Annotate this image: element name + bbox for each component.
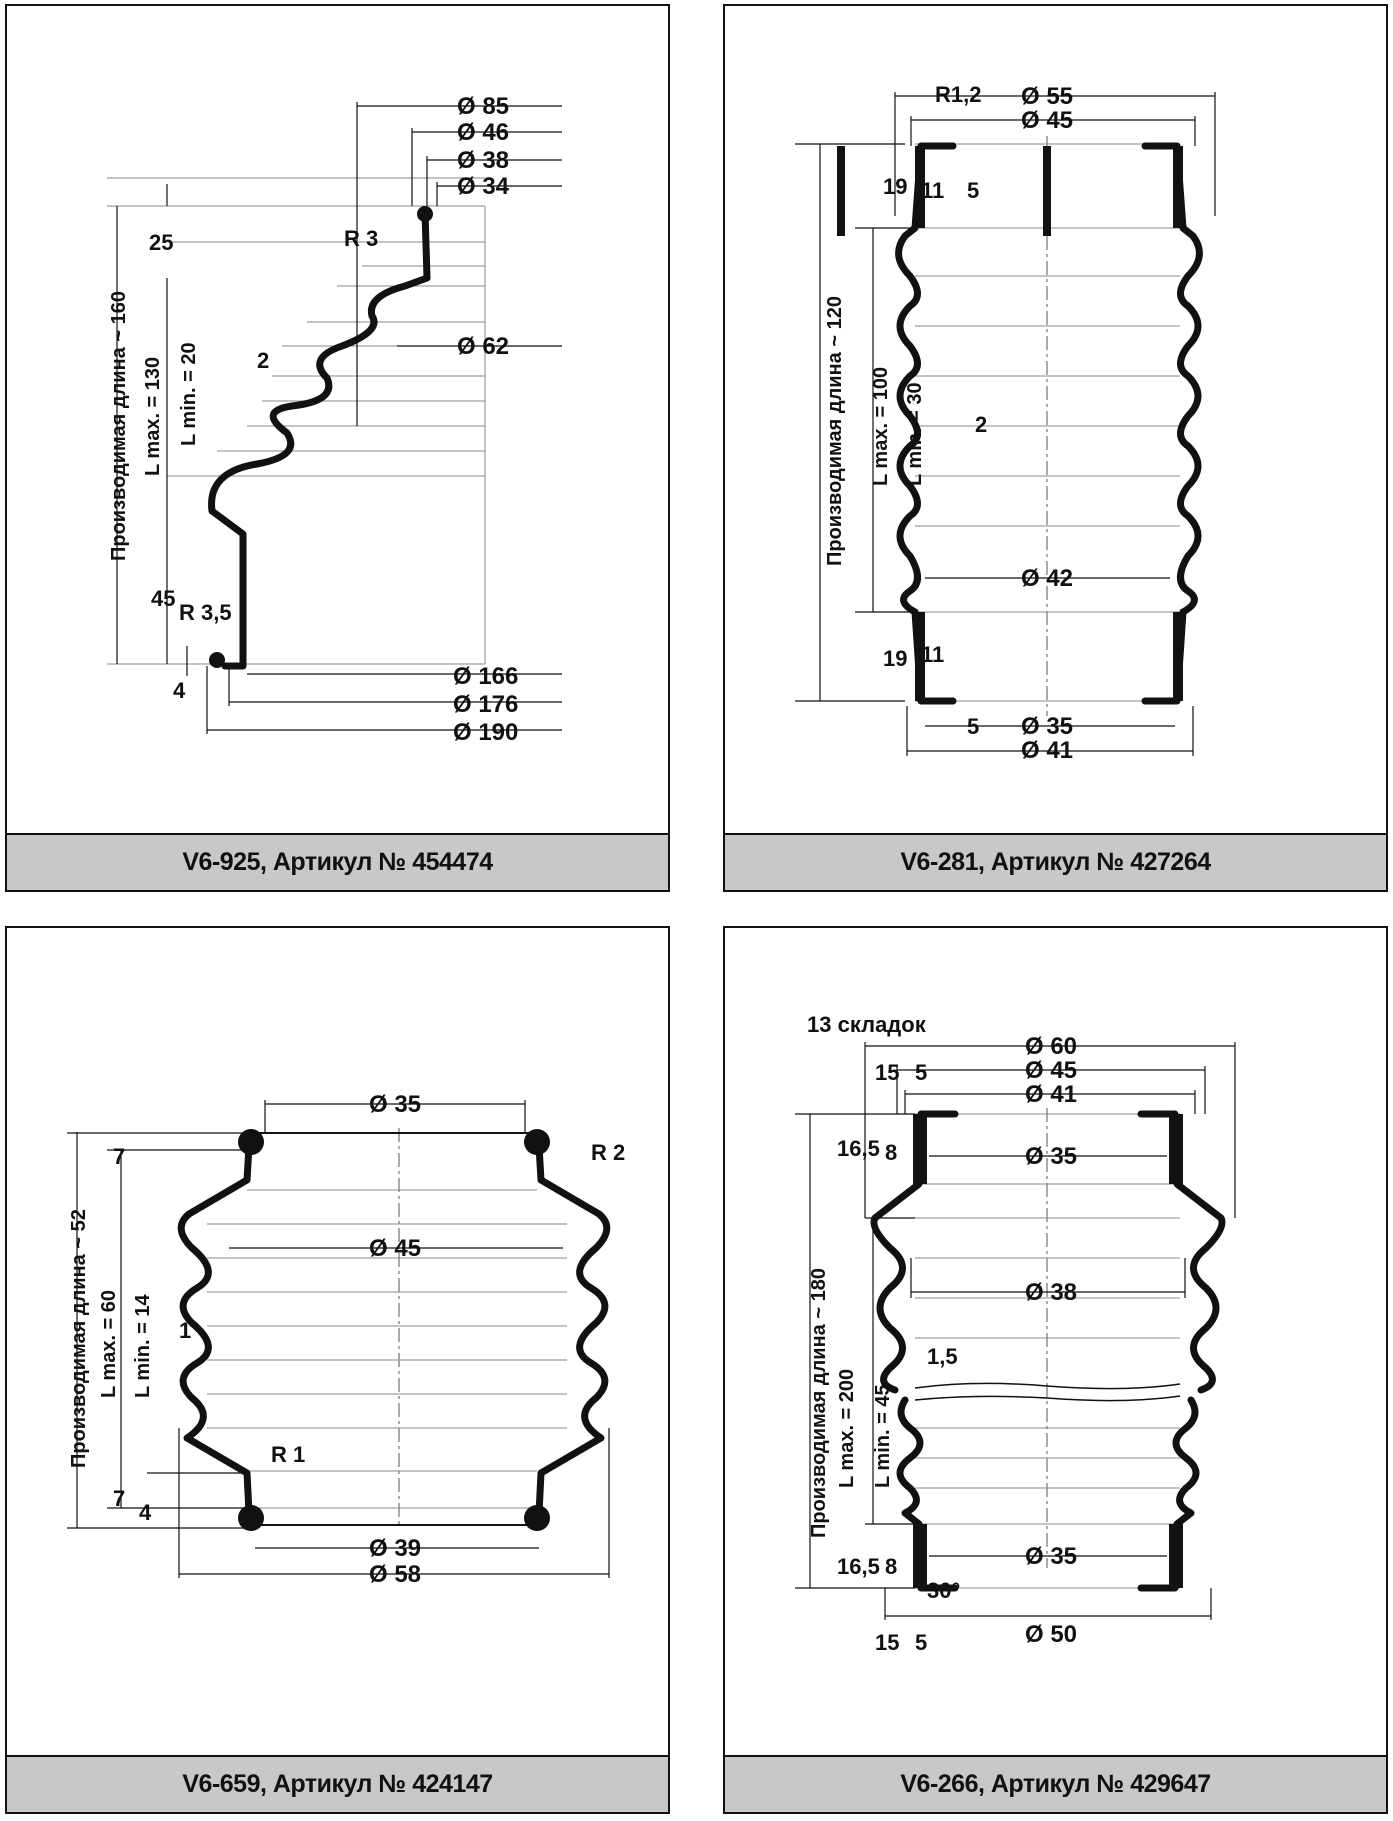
panel-v6-925: Ø 85 Ø 46 Ø 38 Ø 34 Ø 62 Ø 166 Ø 176 Ø 1… [5, 4, 670, 892]
dim-7-top: 7 [113, 1144, 125, 1169]
label-lmin: L min. = 45 [872, 1384, 894, 1488]
thickness-1: 1 [179, 1318, 191, 1343]
label-lmax: L max. = 130 [142, 357, 164, 476]
dim-19-bottom: 19 [883, 646, 907, 671]
dim-d62: Ø 62 [457, 333, 509, 360]
label-length: Производимая длина ~ 180 [808, 1268, 830, 1538]
dim-d166: Ø 166 [453, 663, 518, 690]
dim-25: 25 [149, 230, 173, 255]
dim-d85: Ø 85 [457, 93, 509, 120]
dim-8-top: 8 [885, 1140, 897, 1165]
dim-d45: Ø 45 [369, 1235, 421, 1262]
dim-d39: Ø 39 [369, 1535, 421, 1562]
radius-r2: R 2 [591, 1140, 625, 1165]
panel-v6-281: R1,2 Ø 55 Ø 45 Ø 42 Ø 35 Ø 41 19 11 5 19… [723, 4, 1388, 892]
drawing-v6-659: Ø 35 Ø 45 Ø 39 Ø 58 R 2 R 1 1 7 7 4 Прои… [67, 1091, 625, 1588]
dim-d176: Ø 176 [453, 691, 518, 718]
dim-5-bottom: 5 [915, 1630, 927, 1655]
dim-d41: Ø 41 [1025, 1081, 1077, 1108]
dim-45: 45 [151, 586, 175, 611]
angle-30: 30° [927, 1578, 960, 1603]
dim-15-bottom: 15 [875, 1630, 899, 1655]
dim-d45: Ø 45 [1025, 1057, 1077, 1084]
dim-d50: Ø 50 [1025, 1621, 1077, 1648]
dim-11-bottom: 11 [921, 642, 944, 667]
radius-r3: R 3 [344, 226, 378, 251]
caption-v6-281: V6-281, Артикул № 427264 [725, 833, 1386, 890]
label-lmax: L max. = 200 [836, 1369, 858, 1488]
panel-v6-266: 13 складок Ø 60 Ø 45 Ø 41 Ø 35 Ø 38 Ø 35… [723, 926, 1388, 1814]
dim-d46: Ø 46 [457, 119, 509, 146]
dim-8-bottom: 8 [885, 1554, 897, 1579]
panel-v6-659: Ø 35 Ø 45 Ø 39 Ø 58 R 2 R 1 1 7 7 4 Прои… [5, 926, 670, 1814]
label-lmin: L min. = 30 [904, 382, 926, 486]
dim-d60: Ø 60 [1025, 1033, 1077, 1060]
dim-d35-top: Ø 35 [1025, 1143, 1077, 1170]
dim-5-top: 5 [915, 1060, 927, 1085]
label-lmax: L max. = 60 [98, 1290, 120, 1398]
drawing-v6-266: 13 складок Ø 60 Ø 45 Ø 41 Ø 35 Ø 38 Ø 35… [795, 1012, 1236, 1655]
label-length: Производимая длина ~ 52 [68, 1209, 90, 1468]
dim-d38: Ø 38 [1025, 1279, 1077, 1306]
dim-d35-bottom: Ø 35 [1025, 1543, 1077, 1570]
drawing-v6-281: R1,2 Ø 55 Ø 45 Ø 42 Ø 35 Ø 41 19 11 5 19… [795, 82, 1216, 764]
label-length: Производимая длина ~ 120 [824, 296, 846, 566]
dim-d190: Ø 190 [453, 719, 518, 746]
label-folds: 13 складок [807, 1012, 927, 1037]
label-lmin: L min. = 20 [178, 342, 200, 446]
caption-v6-925: V6-925, Артикул № 454474 [7, 833, 668, 890]
thickness-15: 1,5 [927, 1344, 958, 1369]
dim-7-bottom: 7 [113, 1486, 125, 1511]
thickness-2: 2 [975, 412, 987, 437]
dim-165-top: 16,5 [837, 1136, 880, 1161]
dim-d58: Ø 58 [369, 1561, 421, 1588]
dim-5-top: 5 [967, 178, 979, 203]
dim-d35: Ø 35 [369, 1091, 421, 1118]
label-lmin: L min. = 14 [132, 1294, 154, 1398]
dim-4: 4 [173, 678, 186, 703]
radius-r35: R 3,5 [179, 600, 232, 625]
dim-15-top: 15 [875, 1060, 899, 1085]
dim-d55: Ø 55 [1021, 83, 1073, 110]
dim-d34: Ø 34 [457, 173, 510, 200]
label-lmax: L max. = 100 [870, 367, 892, 486]
dim-d38: Ø 38 [457, 147, 509, 174]
drawing-v6-925: Ø 85 Ø 46 Ø 38 Ø 34 Ø 62 Ø 166 Ø 176 Ø 1… [107, 93, 562, 746]
dim-d35: Ø 35 [1021, 713, 1073, 740]
caption-v6-266: V6-266, Артикул № 429647 [725, 1755, 1386, 1812]
caption-v6-659: V6-659, Артикул № 424147 [7, 1755, 668, 1812]
radius-r1: R 1 [271, 1442, 305, 1467]
radius-r12: R1,2 [935, 82, 981, 107]
dim-d41: Ø 41 [1021, 737, 1073, 764]
dim-11-top: 11 [921, 178, 944, 203]
label-length: Производимая длина ~ 160 [108, 291, 130, 561]
dim-d42: Ø 42 [1021, 565, 1073, 592]
thickness-2: 2 [257, 348, 269, 373]
dim-d45: Ø 45 [1021, 107, 1073, 134]
dim-5-bottom: 5 [967, 714, 979, 739]
dim-165-bottom: 16,5 [837, 1554, 880, 1579]
dim-19-top: 19 [883, 174, 907, 199]
dim-4: 4 [139, 1500, 152, 1525]
